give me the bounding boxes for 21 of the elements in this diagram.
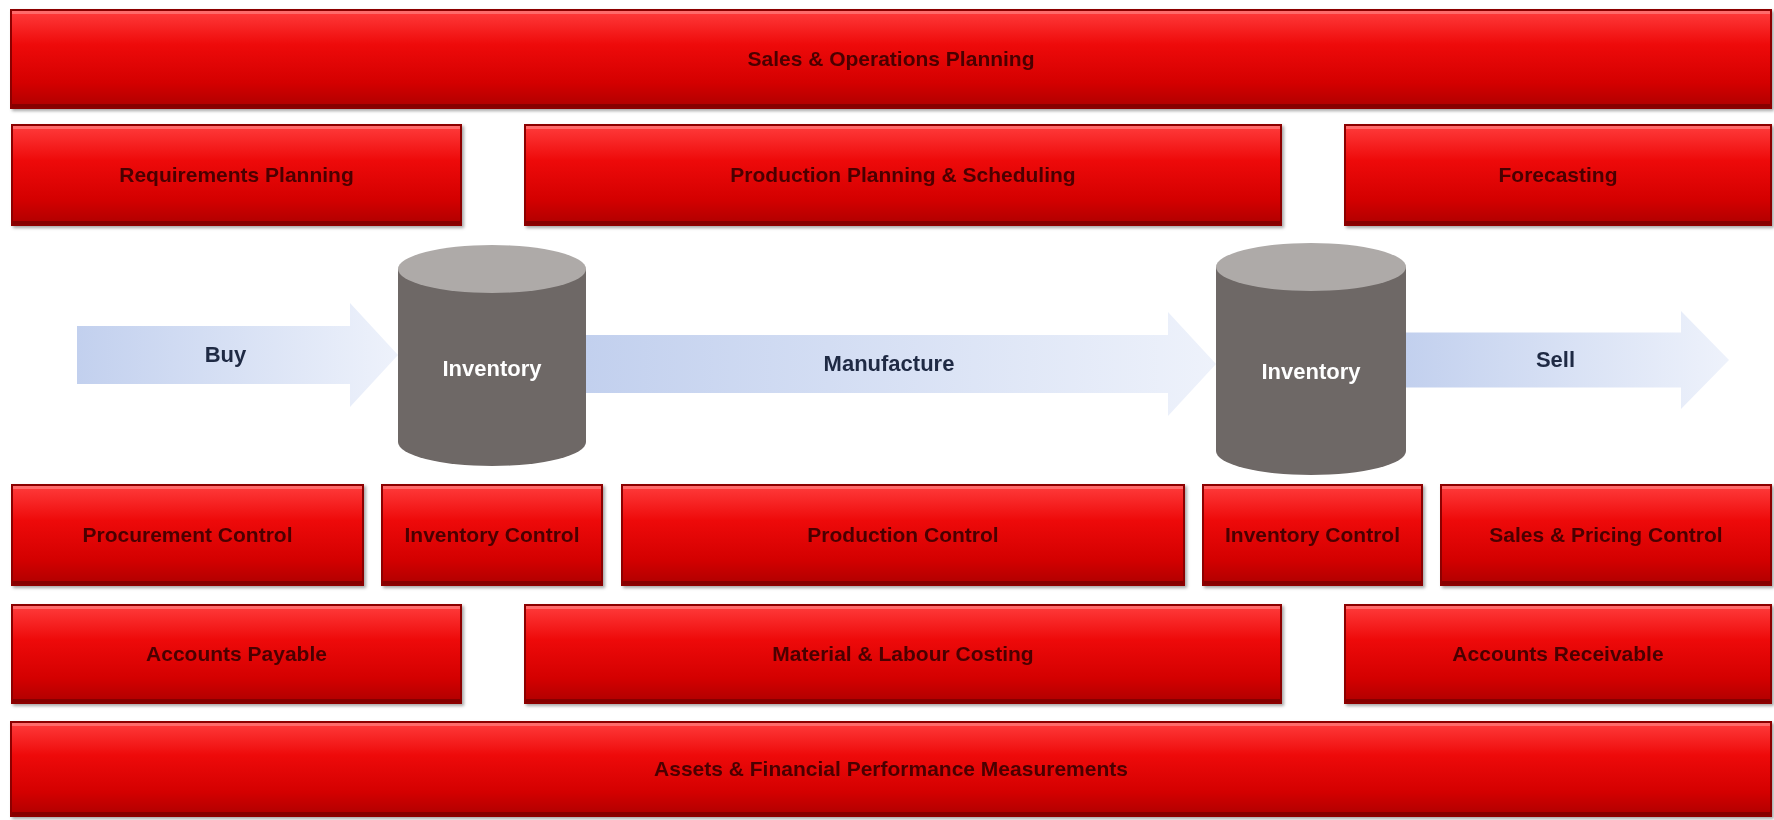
module-bar: Assets & Financial Performance Measurements bbox=[10, 721, 1772, 817]
module-bar: Production Planning & Scheduling bbox=[524, 124, 1282, 226]
module-bar: Accounts Receivable bbox=[1344, 604, 1772, 704]
module-bar: Forecasting bbox=[1344, 124, 1772, 226]
module-bar: Accounts Payable bbox=[11, 604, 462, 704]
edge-label: Manufacture bbox=[823, 351, 955, 377]
block-arrow bbox=[1406, 311, 1729, 409]
block-arrow bbox=[586, 312, 1216, 416]
cylinder-label: Inventory bbox=[1261, 359, 1361, 386]
module-bar: Material & Labour Costing bbox=[524, 604, 1282, 704]
module-bar: Sales & Operations Planning bbox=[10, 9, 1772, 109]
module-bar: Inventory Control bbox=[381, 484, 603, 586]
module-bar: Sales & Pricing Control bbox=[1440, 484, 1772, 586]
cylinder-label: Inventory bbox=[442, 355, 542, 382]
edge-label: Buy bbox=[204, 342, 247, 368]
module-bar: Requirements Planning bbox=[11, 124, 462, 226]
module-bar: Production Control bbox=[621, 484, 1185, 586]
module-bar: Inventory Control bbox=[1202, 484, 1423, 586]
module-bar: Procurement Control bbox=[11, 484, 364, 586]
edge-label: Sell bbox=[1535, 347, 1576, 373]
block-arrow bbox=[77, 303, 398, 407]
